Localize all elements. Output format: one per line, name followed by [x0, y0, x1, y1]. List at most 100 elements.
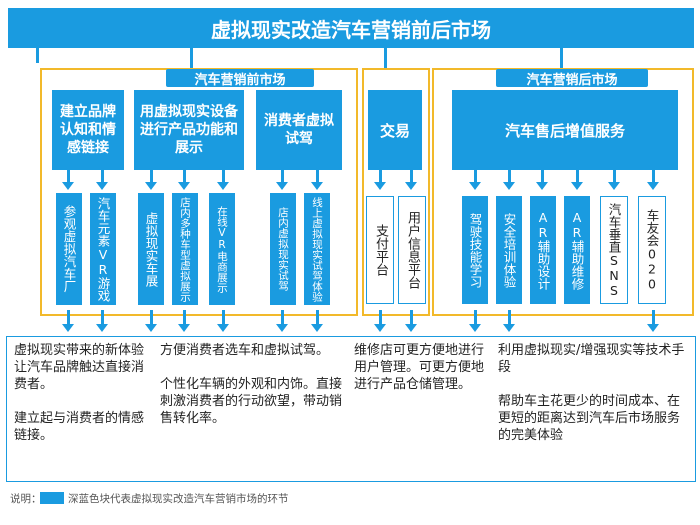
- arrow-shaft: [150, 170, 153, 184]
- description-box: [6, 336, 696, 482]
- arrow-head: [571, 182, 583, 190]
- item-payment-platform: 支付平台: [366, 196, 394, 304]
- arrow-head: [647, 182, 659, 190]
- item-safety-training: 安全培训体验: [496, 196, 522, 304]
- arrow-shaft: [541, 170, 544, 184]
- arrow-head: [276, 182, 288, 190]
- arrow-head: [178, 182, 190, 190]
- item-label: 参观虚拟汽车厂: [61, 205, 77, 293]
- connector-line: [560, 48, 563, 68]
- item-car-club: 车友会020: [638, 196, 666, 304]
- arrow-shaft: [652, 310, 655, 326]
- item-instore-models: 店内多种车型虚拟展示: [172, 193, 198, 305]
- arrow-shaft: [379, 170, 382, 184]
- arrow-shaft: [67, 170, 70, 184]
- description-brand: 虚拟现实带来的新体验让汽车品牌触达直接消费者。 建立起与消费者的情感链接。: [14, 343, 145, 443]
- item-virtual-factory: 参观虚拟汽车厂: [56, 193, 82, 305]
- item-label: 安全培训体验: [501, 212, 517, 288]
- arrow-shaft: [410, 170, 413, 184]
- connector-line: [384, 48, 387, 68]
- arrow-head: [503, 324, 515, 332]
- brand-emotion-block: 建立品牌认知和情感链接: [52, 90, 124, 170]
- arrow-shaft: [508, 170, 511, 184]
- arrow-shaft: [101, 170, 104, 184]
- arrow-head: [405, 324, 417, 332]
- arrow-head: [311, 182, 323, 190]
- item-label: 在线VR电商展示: [216, 205, 228, 293]
- arrow-head: [276, 324, 288, 332]
- description-trade: 维修店可更方便地进行用户管理。可更方便地进行产品仓储管理。: [354, 343, 485, 392]
- item-vertical-sns: 汽车垂直SNS: [600, 196, 628, 304]
- item-label: 支付平台: [373, 224, 388, 276]
- product-display-block: 用虚拟现实设备进行产品功能和展示: [134, 90, 244, 170]
- item-label: 店内多种车型虚拟展示: [179, 196, 191, 302]
- arrow-head: [469, 182, 481, 190]
- arrow-shaft: [474, 170, 477, 184]
- arrow-head: [405, 182, 417, 190]
- item-label: 虚拟现实车展: [143, 211, 159, 287]
- arrow-shaft: [67, 310, 70, 326]
- legend-prefix: 说明：: [10, 493, 42, 505]
- legend-swatch: [40, 492, 64, 504]
- arrow-shaft: [316, 310, 319, 326]
- arrow-shaft: [379, 310, 382, 326]
- arrow-shaft: [183, 170, 186, 184]
- arrow-head: [374, 182, 386, 190]
- arrow-shaft: [576, 170, 579, 184]
- pre-market-label: 汽车营销前市场: [166, 69, 314, 88]
- arrow-head: [62, 324, 74, 332]
- arrow-shaft: [150, 310, 153, 326]
- arrow-head: [374, 324, 386, 332]
- arrow-shaft: [613, 170, 616, 184]
- arrow-head: [536, 182, 548, 190]
- arrow-head: [217, 182, 229, 190]
- description-product: 方便消费者选车和虚拟试驾。 个性化车辆的外观和内饰。直接刺激消费者的行动欲望，带…: [160, 343, 343, 426]
- after-market-label: 汽车营销后市场: [496, 69, 648, 88]
- arrow-shaft: [101, 310, 104, 326]
- description-after-sales: 利用虚拟现实/增强现实等技术手段 帮助车主花更少的时间成本、在更短的距离达到汽车…: [498, 343, 685, 443]
- arrow-head: [96, 324, 108, 332]
- trade-frame: [362, 68, 430, 316]
- item-label: 汽车垂直SNS: [606, 202, 622, 298]
- item-label: AR辅助设计: [535, 210, 551, 290]
- arrow-head: [503, 182, 515, 190]
- arrow-head: [217, 324, 229, 332]
- item-online-vr-shop: 在线VR电商展示: [209, 193, 235, 305]
- arrow-shaft: [222, 170, 225, 184]
- item-ar-repair: AR辅助维修: [564, 196, 590, 304]
- connector-line: [36, 48, 39, 63]
- item-label: AR辅助维修: [569, 210, 585, 290]
- item-vr-auto-show: 虚拟现实车展: [138, 193, 164, 305]
- trade-block: 交易: [368, 90, 422, 170]
- test-drive-block: 消费者虚拟试驾: [256, 90, 342, 170]
- item-label: 汽车元素VR游戏: [95, 196, 111, 302]
- arrow-head: [469, 324, 481, 332]
- legend-text: 深蓝色块代表虚拟现实改造汽车营销市场的环节: [68, 493, 289, 505]
- item-ar-design: AR辅助设计: [530, 196, 556, 304]
- arrow-head: [647, 324, 659, 332]
- arrow-head: [145, 182, 157, 190]
- item-instore-test-drive: 店内虚拟现实试驾: [270, 193, 296, 305]
- item-label: 车友会020: [644, 208, 660, 292]
- item-label: 用户信息平台: [405, 211, 420, 289]
- item-online-test-drive: 线上虚拟现实试驾体验: [304, 193, 330, 305]
- arrow-head: [311, 324, 323, 332]
- item-user-info-platform: 用户信息平台: [398, 196, 426, 304]
- arrow-shaft: [508, 310, 511, 326]
- arrow-head: [96, 182, 108, 190]
- item-driving-skills: 驾驶技能学习: [462, 196, 488, 304]
- arrow-shaft: [183, 310, 186, 326]
- arrow-head: [62, 182, 74, 190]
- arrow-shaft: [281, 170, 284, 184]
- arrow-shaft: [222, 310, 225, 326]
- arrow-head: [608, 182, 620, 190]
- item-vr-game: 汽车元素VR游戏: [90, 193, 116, 305]
- item-label: 店内虚拟现实试驾: [277, 207, 289, 291]
- arrow-head: [145, 324, 157, 332]
- after-sales-block: 汽车售后增值服务: [452, 90, 678, 170]
- arrow-shaft: [652, 170, 655, 184]
- arrow-shaft: [474, 310, 477, 326]
- item-label: 线上虚拟现实试驾体验: [311, 196, 323, 302]
- arrow-shaft: [281, 310, 284, 326]
- arrow-shaft: [316, 170, 319, 184]
